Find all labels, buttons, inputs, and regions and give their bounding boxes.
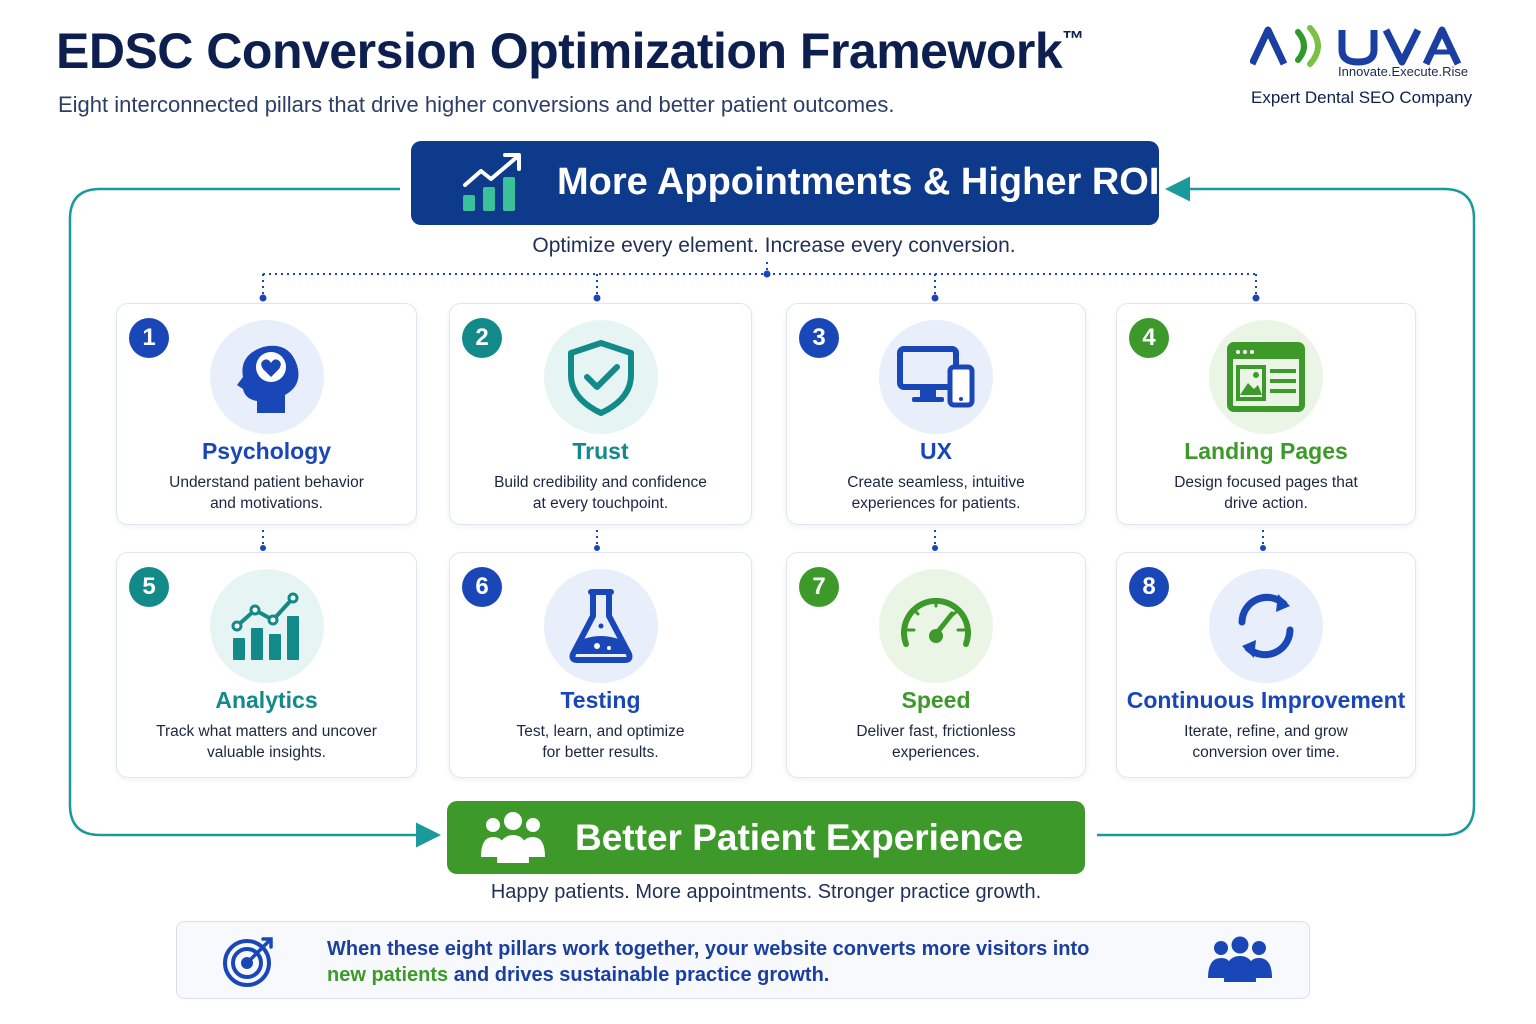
summary-highlight: new patients [327, 964, 449, 986]
pillar-description-line-1: Test, learn, and optimize [516, 723, 685, 740]
pillar-description: Build credibility and confidence at every… [468, 472, 733, 514]
pillar-number-badge: 6 [462, 567, 502, 607]
top-banner-label: More Appointments & Higher ROI [557, 161, 1160, 203]
devices-icon [879, 320, 993, 434]
page-title: EDSC Conversion Optimization Framework™ [56, 23, 1084, 79]
top-outcome-banner: More Appointments & Higher ROI [411, 141, 1159, 225]
bottom-banner-tagline: Happy patients. More appointments. Stron… [490, 881, 1042, 903]
pillar-number-badge: 4 [1129, 318, 1169, 358]
pillar-description-line-2: experiences for patients. [851, 495, 1021, 512]
analytics-chart-icon [209, 569, 324, 683]
pillar-description-line-1: Deliver fast, frictionless [856, 723, 1016, 740]
summary-footer: When these eight pillars work together, … [176, 921, 1310, 999]
page-subtitle: Eight interconnected pillars that drive … [58, 92, 895, 117]
pillar-number-badge: 3 [799, 318, 839, 358]
bottom-outcome-banner: Better Patient Experience [447, 801, 1085, 874]
pillar-title: Speed [901, 687, 971, 713]
logo-caption: Expert Dental SEO Company [1251, 88, 1473, 107]
pillar-description-line-1: Build credibility and confidence [494, 474, 707, 491]
pillar-description: Create seamless, intuitive experiences fo… [805, 472, 1067, 514]
pillar-title: UX [920, 438, 952, 464]
summary-line-2-rest: and drives sustainable practice growth. [448, 964, 830, 986]
top-banner-tagline: Optimize every element. Increase every c… [532, 234, 1016, 257]
shield-check-icon [543, 320, 658, 434]
pillar-title: Testing [560, 687, 641, 713]
pillar-number-badge: 7 [799, 567, 839, 607]
bottom-banner-label: Better Patient Experience [575, 817, 1024, 858]
pillar-description-line-2: and motivations. [210, 495, 323, 512]
people-icon [1208, 936, 1272, 982]
pillar-title: Landing Pages [1184, 438, 1348, 464]
pillar-description-line-1: Understand patient behavior [169, 474, 364, 491]
pillar-number-badge: 1 [129, 318, 169, 358]
pillar-description: Iterate, refine, and grow conversion over… [1135, 721, 1397, 763]
patients-group-icon [481, 812, 545, 863]
pillar-description: Understand patient behavior and motivatio… [135, 472, 398, 514]
speedometer-icon [879, 569, 993, 683]
brain-heart-icon [209, 320, 324, 434]
logo-wordmark [1248, 24, 1476, 79]
pillar-description-line-1: Track what matters and uncover [156, 723, 377, 740]
pillar-number-badge: 2 [462, 318, 502, 358]
target-icon [223, 937, 273, 987]
pillar-description-line-2: drive action. [1224, 495, 1308, 512]
summary-line-1: When these eight pillars work together, … [327, 938, 1090, 960]
pillar-description: Deliver fast, frictionless experiences. [805, 721, 1067, 763]
growth-chart-icon [463, 153, 521, 211]
pillar-description: Track what matters and uncover valuable i… [135, 721, 398, 763]
webpage-icon [1209, 320, 1323, 434]
pillar-description-line-1: Create seamless, intuitive [847, 474, 1025, 491]
pillar-description-line-2: experiences. [892, 744, 980, 761]
pillar-number-badge: 5 [129, 567, 169, 607]
pillar-description: Design focused pages that drive action. [1135, 472, 1397, 514]
pillar-description-line-2: conversion over time. [1192, 744, 1340, 761]
pillar-description-line-1: Iterate, refine, and grow [1184, 723, 1348, 740]
summary-text: When these eight pillars work together, … [327, 936, 1089, 988]
logo-tagline: Innovate.Execute.Rise [1338, 64, 1469, 79]
pillar-title: Analytics [215, 687, 318, 713]
company-logo: Innovate.Execute.Rise Expert Dental SEO … [1248, 24, 1480, 114]
pillar-title: Psychology [201, 438, 332, 464]
pillar-description-line-2: for better results. [542, 744, 659, 761]
pillar-description-line-1: Design focused pages that [1174, 474, 1358, 491]
pillar-title: Trust [572, 438, 629, 464]
pillar-description: Test, learn, and optimize for better resu… [468, 721, 733, 763]
pillar-number-badge: 8 [1129, 567, 1169, 607]
pillar-description-line-2: valuable insights. [207, 744, 326, 761]
flask-icon [543, 569, 658, 683]
refresh-cycle-icon [1209, 569, 1323, 683]
logo-mark-icon [1248, 25, 1462, 67]
pillar-title: Continuous Improvement [1126, 687, 1406, 713]
pillar-description-line-2: at every touchpoint. [532, 495, 669, 512]
summary-line-2: new patients and drives sustainable prac… [327, 962, 1089, 988]
trademark: ™ [1062, 26, 1084, 51]
